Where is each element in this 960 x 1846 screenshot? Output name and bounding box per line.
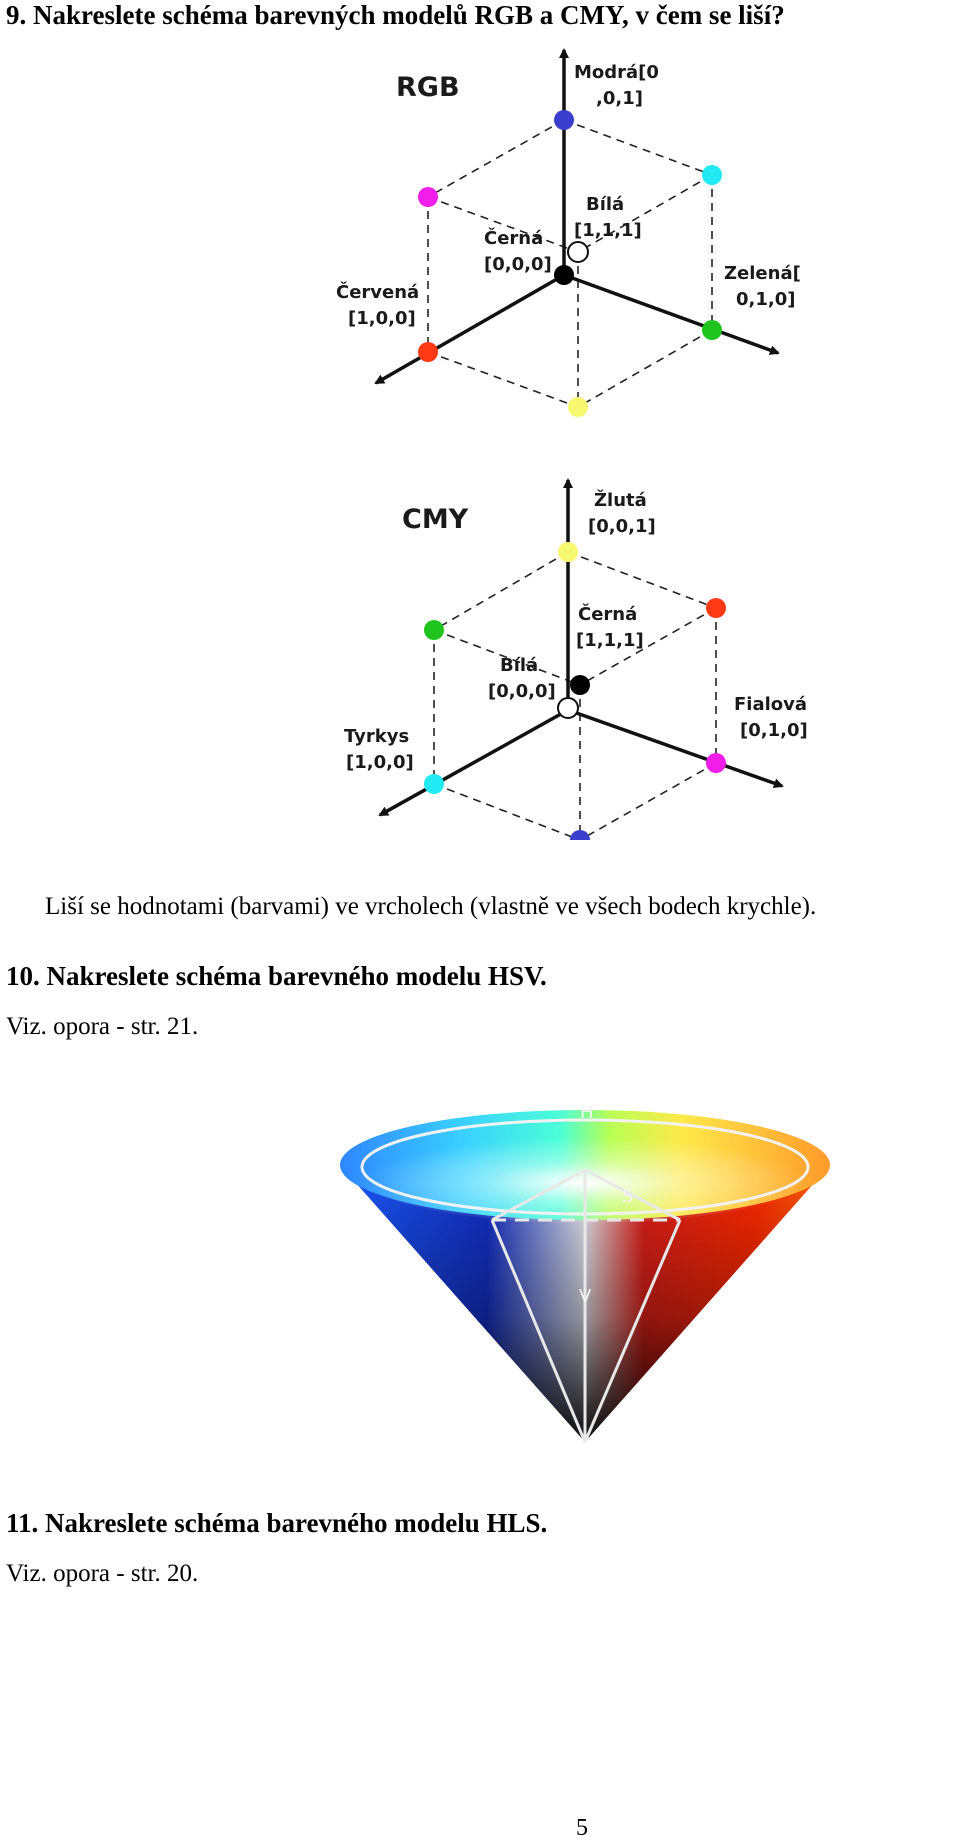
rgb-title: RGB (396, 72, 460, 103)
cmy-vertex-blue (570, 830, 590, 840)
rgb-vertex-black (554, 265, 574, 285)
cmy-label-cyan-a: Tyrkys (344, 726, 409, 747)
cmy-label-yellow-a: Žlutá (594, 489, 647, 511)
cmy-label-cyan-b: [1,0,0] (346, 752, 414, 773)
rgb-label-white-a: Bílá (586, 194, 624, 215)
heading-q9: 9. Nakreslete schéma barevných modelů RG… (6, 0, 785, 30)
hsv-label-v: V (579, 1286, 592, 1307)
difference-text: Liší se hodnotami (barvami) ve vrcholech… (45, 893, 817, 920)
rgb-label-green-a: Zelená[ (724, 263, 801, 284)
cmy-label-magenta-a: Fialová (734, 694, 807, 715)
cmy-vertex-cyan (424, 774, 444, 794)
rgb-label-white-b: [1,1,1] (574, 220, 642, 241)
hsv-label-h: H (580, 1102, 594, 1123)
cmy-cube-diagram: CMY Žlutá [0,0,1] Černá [1,1,1] Bílá [0,… (344, 478, 808, 840)
rgb-label-blue-b: ,0,1] (596, 88, 643, 109)
cmy-label-white-a: Bílá (500, 655, 538, 676)
rgb-label-red-a: Červená (336, 281, 419, 303)
cmy-vertex-white (557, 697, 579, 719)
rgb-label-black-a: Černá (484, 227, 543, 249)
cmy-vertex-magenta (706, 753, 726, 773)
rgb-vertex-white (567, 241, 589, 263)
rgb-cube-diagram: RGB Modrá[0 ,0,1] Bílá [1,1,1] Černá [0,… (336, 48, 801, 417)
cmy-cube-dashed-edges (433, 551, 717, 840)
cmy-vertex-green (424, 620, 444, 640)
rgb-label-black-b: [0,0,0] (484, 254, 552, 275)
hsv-label-s: S (622, 1186, 633, 1207)
cmy-vertex-yellow (558, 542, 578, 562)
cmy-vertex-red (706, 598, 726, 618)
page-number: 5 (576, 1815, 588, 1841)
rgb-vertex-magenta (418, 187, 438, 207)
hsv-cone-diagram: H S V (340, 1102, 830, 1443)
rgb-cube-dashed-edges (427, 119, 713, 408)
hsv-reference-text: Viz. opora - str. 21. (6, 1013, 199, 1040)
rgb-vertex-cyan (702, 165, 722, 185)
cmy-label-black-a: Černá (578, 603, 637, 625)
rgb-vertex-yellow (568, 397, 588, 417)
rgb-vertex-red (418, 342, 438, 362)
cmy-title: CMY (402, 504, 469, 535)
cmy-label-yellow-b: [0,0,1] (588, 516, 656, 537)
rgb-label-green-b: 0,1,0] (736, 289, 795, 310)
rgb-label-blue-a: Modrá[0 (574, 62, 659, 83)
hls-reference-text: Viz. opora - str. 20. (6, 1560, 199, 1587)
rgb-vertex-green (702, 320, 722, 340)
hsv-inner-triangle (490, 1168, 682, 1443)
rgb-label-red-b: [1,0,0] (348, 308, 416, 329)
cmy-label-white-b: [0,0,0] (488, 681, 556, 702)
cmy-axes (378, 478, 784, 817)
rgb-vertex-blue (554, 110, 574, 130)
heading-q11: 11. Nakreslete schéma barevného modelu H… (6, 1508, 548, 1538)
cmy-label-magenta-b: [0,1,0] (740, 720, 808, 741)
cmy-label-black-b: [1,1,1] (576, 630, 644, 651)
rgb-axes (374, 48, 780, 385)
heading-q10: 10. Nakreslete schéma barevného modelu H… (6, 961, 547, 991)
cmy-vertex-black (570, 675, 590, 695)
